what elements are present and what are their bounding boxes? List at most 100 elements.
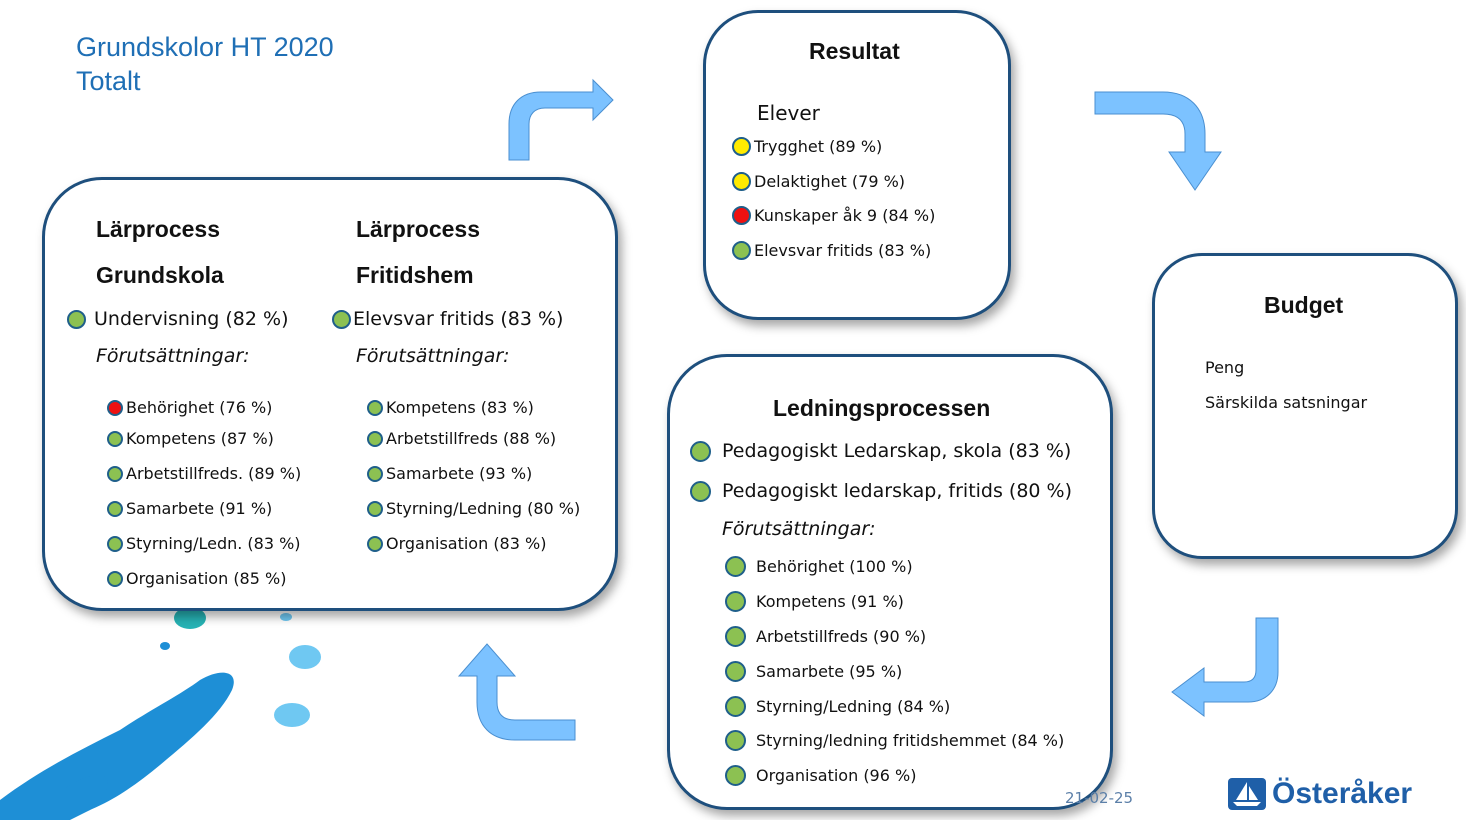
status-green-icon xyxy=(367,465,383,482)
status-green-icon xyxy=(725,696,746,717)
status-green-icon xyxy=(690,480,711,502)
item-label: Organisation (85 %) xyxy=(126,569,287,588)
title-line-1: Grundskolor HT 2020 xyxy=(76,32,334,62)
resultat-box xyxy=(703,10,1011,320)
title-line-2: Totalt xyxy=(76,66,141,96)
status-green-icon xyxy=(367,535,383,552)
status-green-icon xyxy=(67,309,86,329)
boat-logo-icon xyxy=(1228,778,1266,810)
resultat-item: Delaktighet (79 %) xyxy=(732,172,905,191)
item-label: Delaktighet (79 %) xyxy=(754,172,906,191)
larprocess-grundskola-heading-2: Grundskola xyxy=(96,262,224,288)
ledning-item: Kompetens (91 %) xyxy=(725,591,904,612)
logo-text: Österåker xyxy=(1272,777,1413,810)
grundskola-item: Organisation (85 %) xyxy=(107,569,286,588)
ledning-item: Samarbete (95 %) xyxy=(725,661,902,682)
status-red-icon xyxy=(732,206,751,225)
item-label: Kunskaper åk 9 (84 %) xyxy=(754,206,936,225)
undervisning-item: Undervisning (82 %) xyxy=(67,308,289,330)
item-label: Pedagogiskt ledarskap, fritids (80 %) xyxy=(722,480,1073,502)
item-label: Styrning/Ledning (80 %) xyxy=(386,499,581,518)
grundskola-item: Arbetstillfreds. (89 %) xyxy=(107,464,301,483)
splash-decoration xyxy=(0,607,321,820)
item-label: Behörighet (76 %) xyxy=(126,398,273,417)
resultat-item: Trygghet (89 %) xyxy=(732,137,882,156)
resultat-heading: Resultat xyxy=(809,38,900,64)
status-green-icon xyxy=(367,500,383,517)
item-label: Samarbete (95 %) xyxy=(756,662,903,681)
item-label: Styrning/ledning fritidshemmet (84 %) xyxy=(756,731,1065,750)
status-green-icon xyxy=(690,440,711,462)
status-yellow-icon xyxy=(732,172,751,191)
larprocess-box xyxy=(42,177,618,611)
osteraker-logo: Österåker xyxy=(1228,777,1412,811)
item-label: Organisation (83 %) xyxy=(386,534,547,553)
fritidshem-item: Kompetens (83 %) xyxy=(367,398,534,417)
larprocess-fritidshem-heading-2: Fritidshem xyxy=(356,262,474,288)
ledning-prereq-label: Förutsättningar: xyxy=(722,518,876,540)
page-title: Grundskolor HT 2020 Totalt xyxy=(76,30,334,98)
item-label: Arbetstillfreds (88 %) xyxy=(386,429,557,448)
status-green-icon xyxy=(725,661,746,682)
status-green-icon xyxy=(367,430,383,447)
undervisning-label: Undervisning (82 %) xyxy=(94,308,289,330)
ledning-item: Organisation (96 %) xyxy=(725,765,916,786)
ledning-main-item: Pedagogiskt Ledarskap, skola (83 %) xyxy=(690,440,1071,462)
item-label: Samarbete (93 %) xyxy=(386,464,533,483)
item-label: Trygghet (89 %) xyxy=(754,137,883,156)
fritidshem-prereq-label: Förutsättningar: xyxy=(356,345,510,367)
ledning-item: Behörighet (100 %) xyxy=(725,556,913,577)
status-green-icon xyxy=(107,465,123,482)
ledning-item: Arbetstillfreds (90 %) xyxy=(725,626,926,647)
status-green-icon xyxy=(725,765,746,786)
status-green-icon xyxy=(107,430,123,447)
status-green-icon xyxy=(332,309,351,329)
resultat-subheading: Elever xyxy=(757,101,820,125)
item-label: Arbetstillfreds. (89 %) xyxy=(126,464,302,483)
budget-item-satsningar: Särskilda satsningar xyxy=(1205,393,1368,412)
grundskola-item: Styrning/Ledn. (83 %) xyxy=(107,534,301,553)
item-label: Kompetens (91 %) xyxy=(756,592,904,611)
grundskola-item: Behörighet (76 %) xyxy=(107,398,272,417)
status-green-icon xyxy=(732,241,751,260)
resultat-item: Kunskaper åk 9 (84 %) xyxy=(732,206,935,225)
grundskola-item: Samarbete (91 %) xyxy=(107,499,272,518)
larprocess-grundskola-heading-1: Lärprocess xyxy=(96,216,221,242)
status-green-icon xyxy=(725,556,746,577)
item-label: Elevsvar fritids (83 %) xyxy=(754,241,932,260)
status-green-icon xyxy=(367,399,383,416)
status-red-icon xyxy=(107,399,123,416)
status-green-icon xyxy=(107,535,123,552)
item-label: Styrning/Ledning (84 %) xyxy=(756,697,951,716)
arrow-right-down xyxy=(1094,91,1222,191)
footer-date: 21-02-25 xyxy=(1065,789,1134,807)
budget-item-peng: Peng xyxy=(1205,358,1245,377)
arrow-down-left xyxy=(1171,617,1279,717)
budget-heading: Budget xyxy=(1264,292,1344,318)
elevsvar-fritids-label: Elevsvar fritids (83 %) xyxy=(353,308,564,330)
budget-box xyxy=(1152,253,1458,559)
fritidshem-item: Samarbete (93 %) xyxy=(367,464,532,483)
elevsvar-fritids-item: Elevsvar fritids (83 %) xyxy=(332,308,563,330)
status-green-icon xyxy=(725,730,746,751)
status-green-icon xyxy=(725,626,746,647)
larprocess-fritidshem-heading-1: Lärprocess xyxy=(356,216,481,242)
ledning-item: Styrning/ledning fritidshemmet (84 %) xyxy=(725,730,1064,751)
grundskola-prereq-label: Förutsättningar: xyxy=(96,345,250,367)
arrow-up-right xyxy=(508,78,614,161)
status-green-icon xyxy=(725,591,746,612)
item-label: Samarbete (91 %) xyxy=(126,499,273,518)
item-label: Arbetstillfreds (90 %) xyxy=(756,627,927,646)
item-label: Styrning/Ledn. (83 %) xyxy=(126,534,301,553)
item-label: Kompetens (87 %) xyxy=(126,429,274,448)
status-green-icon xyxy=(107,500,123,517)
item-label: Behörighet (100 %) xyxy=(756,557,913,576)
item-label: Kompetens (83 %) xyxy=(386,398,534,417)
arrow-left-up xyxy=(457,643,576,741)
ledning-item: Styrning/Ledning (84 %) xyxy=(725,696,950,717)
status-green-icon xyxy=(107,570,123,587)
fritidshem-item: Organisation (83 %) xyxy=(367,534,546,553)
ledning-main-item: Pedagogiskt ledarskap, fritids (80 %) xyxy=(690,480,1072,502)
grundskola-item: Kompetens (87 %) xyxy=(107,429,274,448)
item-label: Pedagogiskt Ledarskap, skola (83 %) xyxy=(722,440,1072,462)
